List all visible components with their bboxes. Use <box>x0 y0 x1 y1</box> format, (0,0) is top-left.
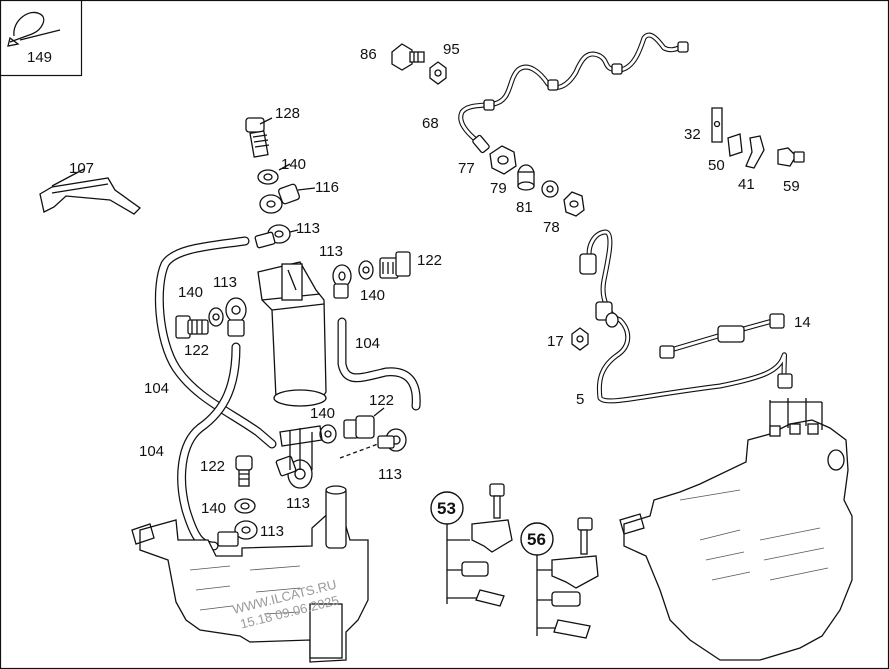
banjo-113-left <box>225 297 247 337</box>
banjo-113-bottom <box>217 520 258 547</box>
fuel-filter <box>257 261 327 407</box>
callout-113-bottom[interactable]: 113 <box>260 523 284 540</box>
clip-32 <box>711 107 723 143</box>
callout-95[interactable]: 95 <box>443 41 460 58</box>
callout-140-top[interactable]: 140 <box>281 156 306 173</box>
callout-113-left[interactable]: 113 <box>213 274 237 291</box>
banjo-113-right <box>332 264 352 299</box>
callout-140-mid[interactable]: 140 <box>310 405 335 422</box>
callout-50[interactable]: 50 <box>708 157 725 174</box>
callout-14[interactable]: 14 <box>794 314 811 331</box>
callout-122-mid[interactable]: 122 <box>369 392 394 409</box>
fitting-78 <box>563 191 585 217</box>
callout-113-top[interactable]: 113 <box>296 220 320 237</box>
callout-81[interactable]: 81 <box>516 199 533 216</box>
nut-17 <box>571 327 589 351</box>
washer-140-mid <box>319 424 337 444</box>
nut-77 <box>489 145 517 175</box>
callout-77[interactable]: 77 <box>458 160 475 177</box>
banjo-113-mid <box>339 428 407 459</box>
nut-line-5 <box>579 253 793 389</box>
bolt-122-right <box>379 251 411 279</box>
callout-labels: 86 95 68 128 107 140 116 77 79 81 78 32 … <box>69 41 811 540</box>
inset-label: 149 <box>27 49 52 66</box>
bolt-122-mid <box>343 407 385 439</box>
bolt-59 <box>777 147 805 167</box>
banjo-bolt-128 <box>245 117 273 158</box>
callout-113-lower[interactable]: 113 <box>286 495 310 512</box>
callout-104-lower[interactable]: 104 <box>139 443 164 460</box>
callout-32[interactable]: 32 <box>684 126 701 143</box>
callout-113-mid[interactable]: 113 <box>378 466 402 483</box>
line-14 <box>659 313 785 359</box>
group-53-label: 53 <box>437 499 456 518</box>
washer-140-right <box>358 260 374 280</box>
callout-107[interactable]: 107 <box>69 160 94 177</box>
callout-79[interactable]: 79 <box>490 180 507 197</box>
callout-104-right[interactable]: 104 <box>355 335 380 352</box>
callout-140-left[interactable]: 140 <box>178 284 203 301</box>
callout-113-right[interactable]: 113 <box>319 243 343 260</box>
callout-86[interactable]: 86 <box>360 46 377 63</box>
callout-68[interactable]: 68 <box>422 115 439 132</box>
group-56-label: 56 <box>527 530 546 549</box>
injection-pump-left <box>131 425 369 663</box>
sleeve-79 <box>517 164 535 191</box>
callout-5[interactable]: 5 <box>576 391 584 408</box>
bolt-122-lower <box>235 455 253 487</box>
callout-122-right[interactable]: 122 <box>417 252 442 269</box>
nut-95 <box>429 61 447 85</box>
callout-41[interactable]: 41 <box>738 176 755 193</box>
banjo-fitting-116 <box>259 183 316 214</box>
line-5 <box>586 229 787 404</box>
callout-122-lower[interactable]: 122 <box>200 458 225 475</box>
washer-140-lower <box>234 498 256 514</box>
group-53[interactable]: 53 <box>430 483 513 607</box>
bolt-122-left <box>175 315 209 339</box>
bracket-107 <box>39 168 142 215</box>
bolt-86 <box>391 43 425 71</box>
callout-116[interactable]: 116 <box>315 179 339 196</box>
injection-pump-right <box>619 398 853 661</box>
group-56[interactable]: 56 <box>520 517 599 639</box>
clamp-41 <box>745 135 765 169</box>
callout-59[interactable]: 59 <box>783 178 800 195</box>
banjo-113-lower <box>275 455 313 489</box>
callout-122-left[interactable]: 122 <box>184 342 209 359</box>
callout-128[interactable]: 128 <box>275 105 300 122</box>
callout-140-right[interactable]: 140 <box>360 287 385 304</box>
ring-81 <box>541 180 559 198</box>
banjo-113-filter <box>254 224 299 249</box>
callout-104-left[interactable]: 104 <box>144 380 169 397</box>
injection-line-68 <box>458 32 687 143</box>
washer-140-left <box>208 307 224 327</box>
bracket-50 <box>727 133 743 157</box>
callout-17[interactable]: 17 <box>547 333 564 350</box>
callout-140-lower[interactable]: 140 <box>201 500 226 517</box>
callout-78[interactable]: 78 <box>543 219 560 236</box>
washer-140-top <box>257 163 291 185</box>
inset-149[interactable]: 149 <box>0 0 83 77</box>
